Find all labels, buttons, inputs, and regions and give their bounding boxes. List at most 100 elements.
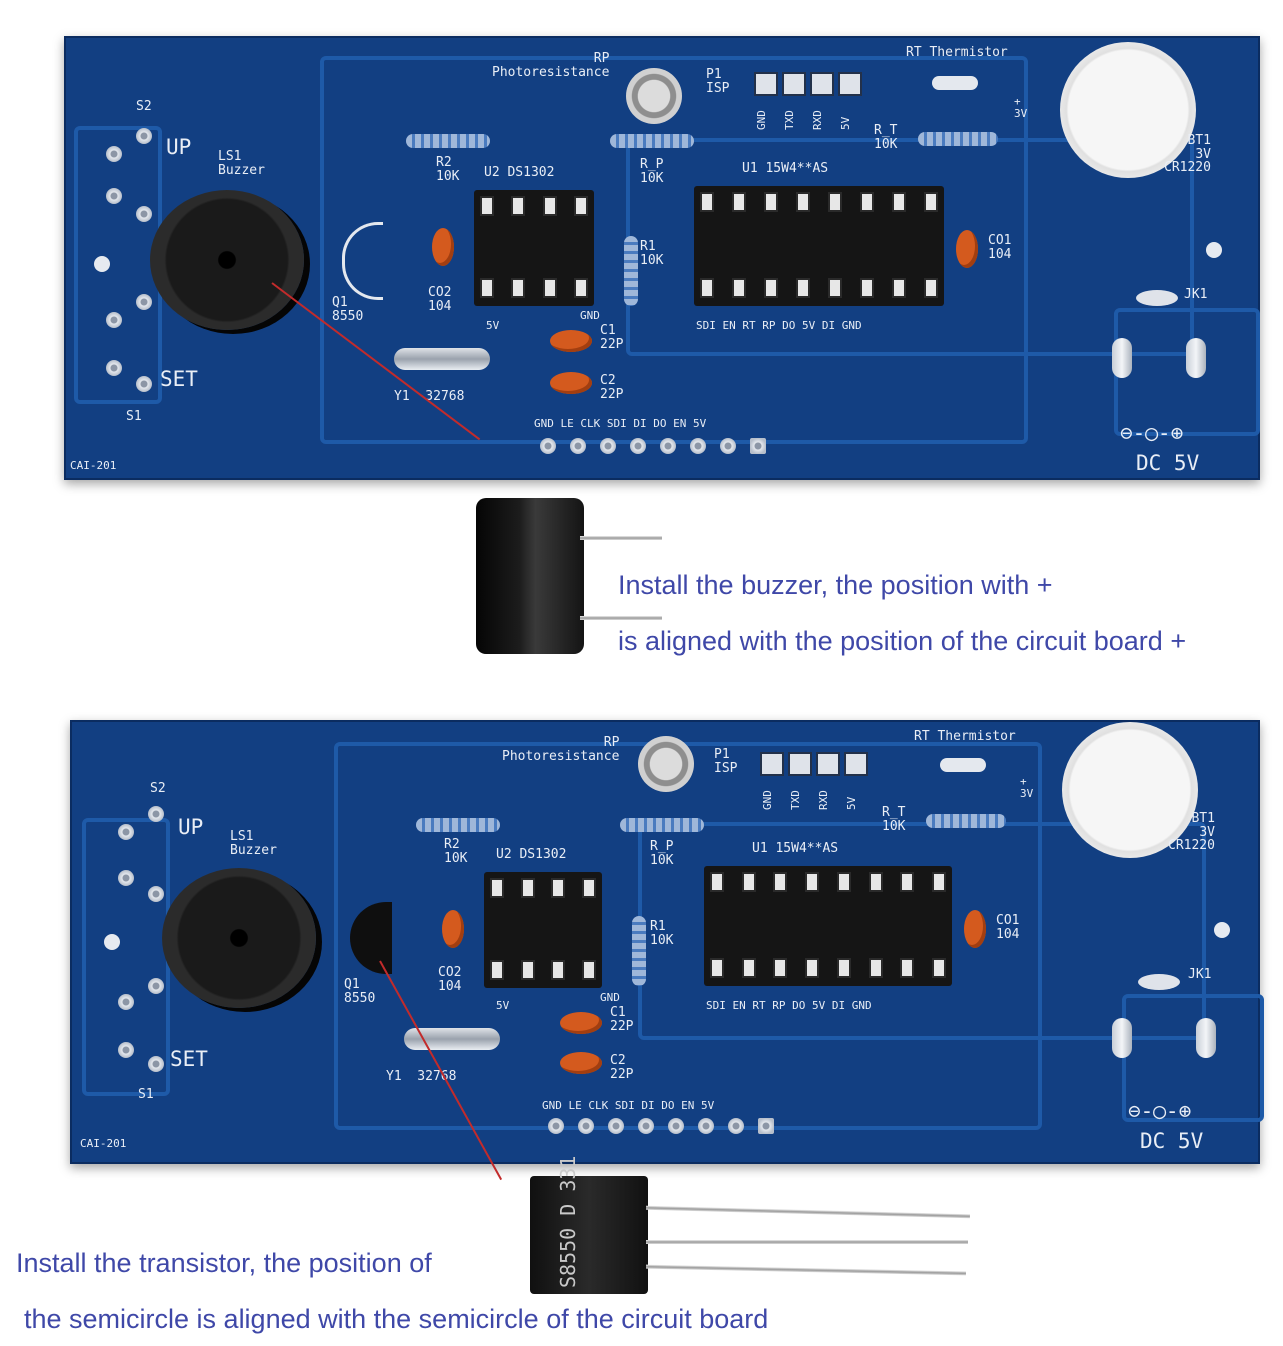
photoresistor-label: RP Photoresistance [502, 735, 620, 764]
photoresistor [626, 68, 682, 124]
jk1-pad [1196, 1018, 1216, 1058]
isp-pin [788, 752, 812, 776]
co2-capacitor [442, 910, 464, 948]
thermistor [940, 758, 986, 772]
header-pad [690, 438, 706, 454]
u1-pins [700, 192, 938, 212]
s2-label: S2 [136, 99, 152, 114]
switch-pad [148, 1056, 164, 1072]
u2-pin-gnd: GND [580, 309, 600, 322]
co1-label: CO1 104 [996, 913, 1020, 942]
isp-pin-label: GND [761, 790, 774, 810]
isp-pin-label: RXD [817, 790, 830, 810]
isp-pin [816, 752, 840, 776]
y1-label: Y1 32768 [394, 389, 465, 404]
co2-capacitor [432, 228, 454, 266]
mounting-hole [1214, 922, 1230, 938]
switch-pad [118, 824, 134, 840]
rt-value-label: R_T 10K [874, 123, 898, 152]
pcb-board-top: RP Photoresistance P1 ISP GND TXD RXD 5V… [64, 36, 1260, 480]
isp-pin [844, 752, 868, 776]
u1-label: U1 15W4**AS [742, 161, 829, 176]
mounting-hole [94, 256, 110, 272]
header-pad [698, 1118, 714, 1134]
rt-resistor [926, 814, 1006, 828]
header-pad [578, 1118, 594, 1134]
rt-resistor [918, 132, 998, 146]
dc-polarity-symbol: ⊖-◯-⊕ [1128, 1099, 1192, 1123]
u2-pin-5v: 5V [496, 999, 510, 1012]
board-id-label: CAI-201 [80, 1137, 127, 1150]
co1-capacitor [964, 910, 986, 948]
rp-value-label: R_P 10K [640, 157, 664, 186]
c2-label: C2 22P [600, 373, 624, 402]
switch-pad [148, 886, 164, 902]
isp-pin [754, 72, 778, 96]
battery-label: BT1 3V CR1220 [1168, 811, 1215, 854]
y1-crystal [394, 348, 490, 370]
y1-crystal [404, 1028, 500, 1050]
switch-pad [106, 188, 122, 204]
buzzer [162, 868, 316, 1008]
c1-label: C1 22P [610, 1005, 634, 1034]
buzzer-lead [580, 536, 662, 540]
transistor-lead [645, 1264, 967, 1276]
isp-pin-label: GND [755, 110, 768, 130]
thermistor-label: RT Thermistor [906, 45, 1008, 60]
isp-pin-label: 5V [845, 796, 858, 810]
header-pad [630, 438, 646, 454]
r1-label: R1 10K [650, 919, 674, 948]
u1-pin-labels: SDI EN RT RP DO 5V DI GND [696, 319, 862, 332]
battery-plus-label: + 3V [1014, 95, 1028, 120]
isp-label: P1 ISP [706, 67, 730, 96]
u2-pins [480, 196, 588, 216]
isp-pin [760, 752, 784, 776]
header-pin-labels: GND LE CLK SDI DI DO EN 5V [542, 1099, 715, 1112]
switch-pad [118, 994, 134, 1010]
switch-pad [118, 870, 134, 886]
switch-pad [136, 376, 152, 392]
battery-holder [1060, 42, 1196, 178]
transistor-body [530, 1176, 648, 1294]
transistor-lead [646, 1240, 968, 1244]
switch-pad [136, 294, 152, 310]
co2-label: CO2 104 [438, 965, 462, 994]
q1-label: Q1 8550 [332, 295, 364, 324]
u1-pins [710, 872, 946, 892]
mounting-hole [104, 934, 120, 950]
switch-pad [106, 146, 122, 162]
q1-label: Q1 8550 [344, 977, 376, 1006]
r2-resistor [406, 134, 490, 148]
u2-label: U2 DS1302 [484, 165, 555, 180]
header-pad [728, 1118, 744, 1134]
u2-pins [490, 878, 596, 898]
battery-plus-label: + 3V [1020, 775, 1034, 800]
switch-pad [148, 978, 164, 994]
set-label: SET [160, 367, 198, 391]
header-pad [750, 438, 766, 454]
jk1-pad [1136, 290, 1178, 306]
header-pad [570, 438, 586, 454]
r2-resistor [416, 818, 500, 832]
r1-resistor [624, 236, 638, 306]
rp-value-label: R_P 10K [650, 839, 674, 868]
jk1-pad [1112, 1018, 1132, 1058]
thermistor [932, 76, 978, 90]
isp-label: P1 ISP [714, 747, 738, 776]
photoresistor [638, 736, 694, 792]
c1-capacitor [560, 1012, 602, 1034]
ls1-label: LS1 Buzzer [218, 149, 265, 178]
transistor-marking: S8550 D 331 [556, 1155, 580, 1288]
header-pad [668, 1118, 684, 1134]
r1-resistor [632, 916, 646, 986]
header-pad [600, 438, 616, 454]
battery-label: BT1 3V CR1220 [1164, 133, 1211, 176]
rp-resistor [620, 818, 704, 832]
isp-pin-label: 5V [839, 116, 852, 130]
u1-pins [700, 278, 938, 298]
jk1-pad [1186, 338, 1206, 378]
transistor-lead [646, 1205, 970, 1219]
co1-capacitor [956, 230, 978, 268]
up-label: UP [166, 135, 192, 159]
header-pad [608, 1118, 624, 1134]
